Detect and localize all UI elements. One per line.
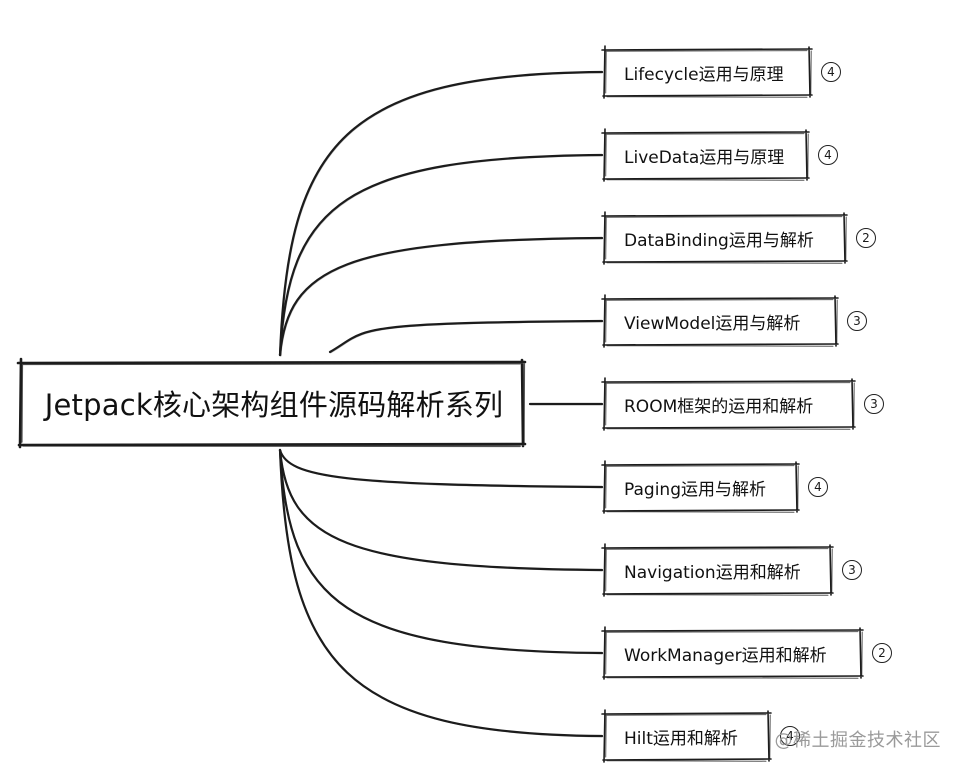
- child-node-label: WorkManager运用和解析: [624, 645, 827, 666]
- connector-layer: [278, 70, 604, 738]
- child-node-border: [601, 128, 810, 182]
- child-node-room[interactable]: ROOM框架的运用和解析: [604, 381, 852, 427]
- connector-line-shadow: [280, 450, 604, 572]
- child-node-paging[interactable]: Paging运用与解析: [604, 464, 796, 510]
- child-node-border-shadow: [604, 50, 812, 98]
- child-node-label: Paging运用与解析: [624, 479, 766, 500]
- circled-number-icon: 4: [780, 726, 800, 746]
- child-node-border: [601, 294, 839, 348]
- child-node-label: ViewModel运用与解析: [624, 313, 801, 334]
- connector-line: [278, 448, 604, 655]
- child-node-label: Hilt运用和解析: [624, 728, 738, 749]
- child-node-border: [601, 211, 848, 265]
- circled-number-icon: 3: [864, 394, 884, 414]
- connector-line-shadow: [280, 450, 604, 655]
- child-count: 4: [827, 65, 835, 79]
- child-node-navigation[interactable]: Navigation运用和解析: [604, 547, 830, 593]
- circled-number-icon: 2: [856, 228, 876, 248]
- child-count: 2: [862, 231, 870, 245]
- root-node-frame: [16, 357, 527, 449]
- child-node-border: [601, 626, 864, 680]
- child-node-border-shadow: [604, 548, 833, 596]
- child-node-livedata[interactable]: LiveData运用与原理: [604, 132, 806, 178]
- child-node-frames: [601, 45, 864, 763]
- child-node-label: LiveData运用与原理: [624, 147, 785, 168]
- child-count: 4: [814, 480, 822, 494]
- circled-number-icon: 4: [808, 477, 828, 497]
- child-node-border: [601, 543, 834, 597]
- child-node-border-shadow: [604, 465, 799, 513]
- child-count: 3: [848, 563, 856, 577]
- child-node-workmanager[interactable]: WorkManager运用和解析: [604, 630, 860, 676]
- child-node-border-shadow: [604, 382, 855, 430]
- circled-number-icon: 3: [847, 311, 867, 331]
- circled-number-icon: 4: [818, 145, 838, 165]
- child-node-border: [601, 460, 800, 514]
- circled-number-icon: 3: [842, 560, 862, 580]
- child-count: 2: [878, 646, 886, 660]
- child-node-border: [601, 377, 856, 431]
- child-node-border-shadow: [604, 714, 771, 762]
- child-count: 4: [824, 148, 832, 162]
- child-node-border-shadow: [604, 216, 847, 264]
- connector-line: [278, 70, 604, 357]
- connector-line: [278, 448, 604, 572]
- child-count: 3: [853, 314, 861, 328]
- child-node-border: [601, 45, 813, 99]
- child-node-border-shadow: [604, 133, 809, 181]
- root-node[interactable]: Jetpack核心架构组件源码解析系列: [20, 362, 522, 444]
- root-node-border: [16, 357, 527, 449]
- connector-line-shadow: [280, 450, 604, 489]
- root-node-border-shadow: [20, 362, 526, 448]
- connector-line: [278, 448, 604, 489]
- child-node-lifecycle[interactable]: Lifecycle运用与原理: [604, 49, 809, 95]
- connector-line-shadow: [280, 72, 604, 357]
- connector-line: [278, 448, 604, 738]
- child-node-label: Lifecycle运用与原理: [624, 64, 784, 85]
- connector-line: [328, 319, 604, 354]
- watermark-text: @稀土掘金技术社区: [774, 730, 941, 751]
- connector-line: [278, 153, 604, 357]
- child-node-border-shadow: [604, 299, 838, 347]
- circled-number-icon: 2: [872, 643, 892, 663]
- connector-line-shadow: [280, 450, 604, 738]
- connector-line-shadow: [280, 238, 604, 357]
- connector-line-shadow: [330, 321, 604, 354]
- child-node-label: Navigation运用和解析: [624, 562, 801, 583]
- child-node-databinding[interactable]: DataBinding运用与解析: [604, 215, 844, 261]
- root-node-title: Jetpack核心架构组件源码解析系列: [44, 388, 504, 422]
- connector-line-shadow: [280, 155, 604, 357]
- child-node-hilt[interactable]: Hilt运用和解析: [604, 713, 768, 759]
- child-count: 3: [870, 397, 878, 411]
- child-node-label: ROOM框架的运用和解析: [624, 396, 814, 417]
- child-node-viewmodel[interactable]: ViewModel运用与解析: [604, 298, 835, 344]
- child-node-border-shadow: [604, 631, 863, 679]
- circled-number-icon: 4: [821, 62, 841, 82]
- connector-line: [278, 236, 604, 357]
- child-node-label: DataBinding运用与解析: [624, 230, 814, 251]
- child-node-border: [601, 709, 772, 763]
